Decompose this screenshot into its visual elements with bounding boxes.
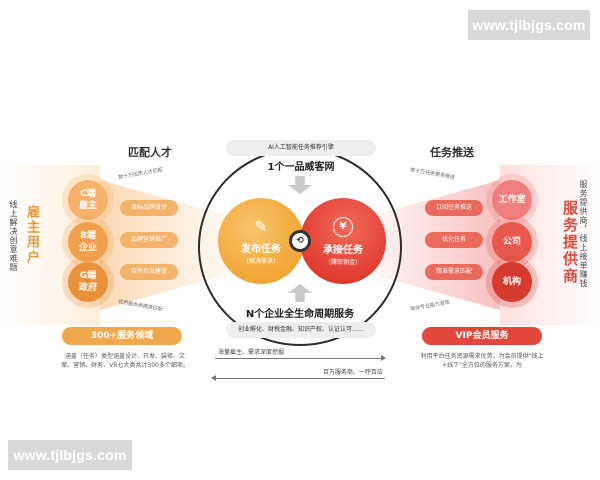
arrow-left-icon [211, 375, 216, 381]
bubble-studio: 工作室 [492, 180, 532, 220]
cycle-icon: ⟲ [289, 230, 311, 252]
document-edit-icon: ✎ [254, 216, 268, 236]
match-talent-label: 匹配人才 [128, 146, 172, 159]
left-vertical-subtitle: 线上解决创意难题 [9, 200, 18, 272]
publish-task-title: 发布任务 [241, 243, 281, 255]
flow-note-top: 海量雇主、需求深度挖掘 [218, 349, 285, 356]
left-fan-note-bottom: 优质服务商精准匹配 [117, 299, 164, 313]
center-top-title: 1个一品威客网 [267, 162, 335, 173]
watermark-top: www.tjlbjgs.com [468, 10, 590, 40]
center-bottom-title: N个企业全生命周期服务 [245, 309, 355, 320]
accept-task-circle: ¥ 承接任务 (赚取佣金) [300, 198, 386, 284]
flow-line-right [215, 358, 385, 359]
ai-engine-pill: AI人工智能任务推荐引擎 [226, 140, 376, 156]
right-vertical-title: 服务提供商 [561, 200, 579, 285]
left-tag: 软件开发建设 [120, 264, 178, 280]
left-vertical-title: 雇主用户 [24, 205, 39, 265]
accept-task-title: 承接任务 [323, 244, 363, 256]
left-tag: 商标品牌设计 [120, 200, 178, 216]
bubble-line1: B端 [80, 231, 96, 241]
money-icon: ¥ [333, 216, 353, 237]
service-fields-button[interactable]: 300+服务领域 [62, 327, 182, 345]
flow-note-bottom: 百万服务商、一呼百应 [323, 369, 384, 376]
services-pill: 创业孵化、财税金融、知识产权、认证认可…… [226, 322, 376, 338]
watermark-bottom: www.tjlbjgs.com [8, 440, 132, 470]
right-tag: 优化任务 [425, 232, 483, 248]
right-tag: 订阅任务推送 [425, 200, 483, 216]
right-vertical-subtitle: 服务提供商，线上接单赚钱 [579, 180, 588, 288]
bubble-line1: 公司 [502, 237, 521, 247]
bubble-line1: C端 [80, 189, 96, 199]
bubble-line2: 政府 [78, 283, 97, 293]
left-tag: 品牌营销推广 [120, 232, 178, 248]
right-description: 利用平台任务资源需求优势，为会员提供"线上+线下"全方位的服务方案，为 [420, 353, 544, 369]
bubble-institution: 机构 [492, 262, 532, 302]
flow-line-left [215, 378, 385, 379]
right-fan-note-bottom: 助你专业能力变现 [409, 299, 451, 313]
bubble-c-employer: C端 雇主 [68, 180, 108, 220]
bubble-line2: 企业 [78, 243, 97, 253]
bubble-company: 公司 [492, 222, 532, 262]
arrow-right-icon [381, 355, 386, 361]
left-description: 涵盖（任务）类型涵盖设计、开发、装修、文案、营销、财务、VR七大类共计300多个… [61, 353, 189, 369]
bubble-line2: 雇主 [78, 201, 97, 211]
bubble-line1: 工作室 [498, 195, 526, 205]
bubble-line1: 机构 [502, 277, 521, 287]
publish-task-subtitle: (解决需求) [246, 257, 276, 265]
accept-task-subtitle: (赚取佣金) [328, 258, 358, 266]
right-fan-note-top: 数十万任务需求推送 [409, 167, 456, 181]
bubble-b-enterprise: B端 企业 [68, 222, 108, 262]
bubble-line1: G端 [79, 271, 97, 281]
right-tag: 精准需求匹配 [425, 264, 483, 280]
vip-service-button[interactable]: VIP会员服务 [422, 327, 542, 345]
left-fan-note-top: 数十万优质人才匹配 [117, 167, 164, 181]
task-push-label: 任务推送 [430, 146, 474, 159]
bubble-g-government: G端 政府 [68, 262, 108, 302]
